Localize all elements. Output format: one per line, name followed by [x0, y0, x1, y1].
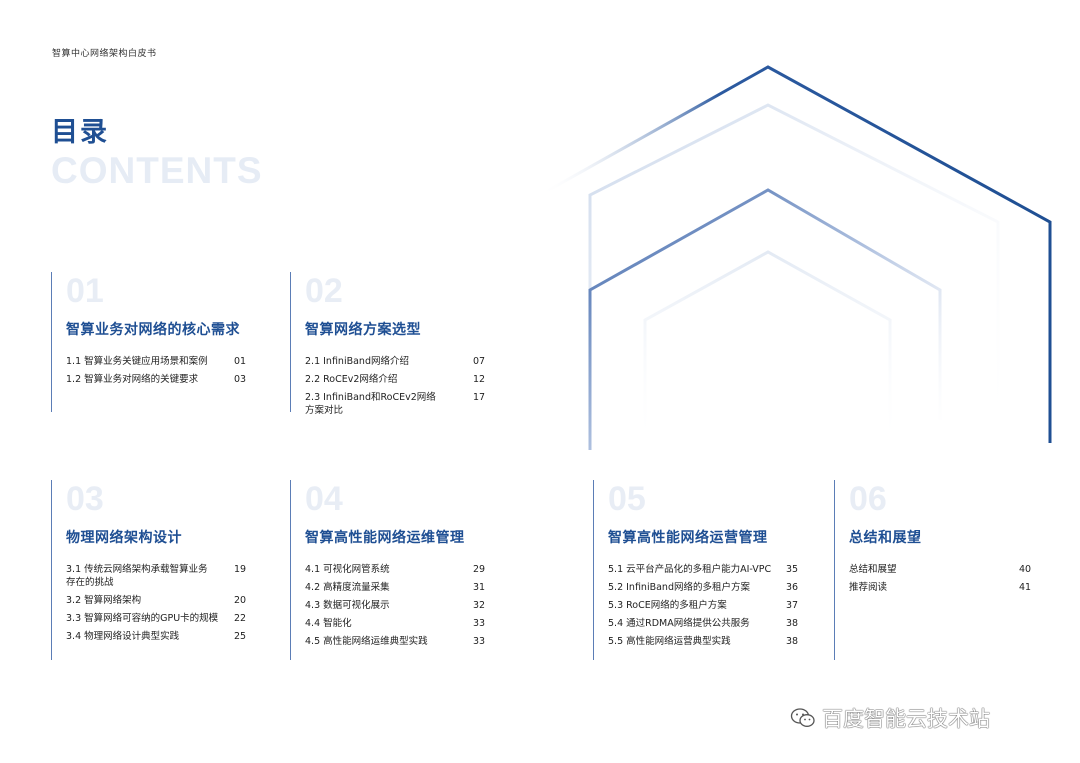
entry-label: 4.5 高性能网络运维典型实践 [305, 636, 428, 647]
section-number: 02 [305, 272, 343, 310]
section-title: 智算网络方案选型 [305, 322, 421, 338]
toc-entry[interactable]: 4.2 高精度流量采集 31 [305, 581, 495, 594]
toc-entry[interactable]: 2.1 InfiniBand网络介绍 07 [305, 355, 495, 368]
toc-entry[interactable]: 5.1 云平台产品化的多租户能力AI-VPC 35 [608, 563, 808, 576]
entry-label: 4.1 可视化网管系统 [305, 564, 390, 575]
entry-page: 22 [234, 613, 247, 624]
entry-label: 5.3 RoCE网络的多租户方案 [608, 600, 727, 611]
entry-label: 3.2 智算网络架构 [66, 595, 142, 606]
toc-subtitle: CONTENTS [51, 150, 263, 191]
watermark-text: 百度智能云技术站 [822, 707, 990, 731]
hexagon-third-line [588, 188, 942, 450]
document-header-title: 智算中心网络架构白皮书 [52, 49, 157, 59]
toc-entry[interactable]: 5.2 InfiniBand网络的多租户方案 36 [608, 581, 808, 594]
entry-page: 40 [1019, 564, 1032, 575]
toc-entry[interactable]: 推荐阅读 41 [849, 581, 1041, 594]
section-title: 智算业务对网络的核心需求 [66, 322, 240, 338]
entry-label: 5.4 通过RDMA网络提供公共服务 [608, 618, 750, 629]
entry-label: 1.1 智算业务关键应用场景和案例 [66, 356, 208, 367]
section-number: 05 [608, 480, 646, 518]
entry-page: 33 [473, 636, 486, 647]
toc-entry[interactable]: 4.3 数据可视化展示 32 [305, 599, 495, 612]
toc-entry[interactable]: 5.3 RoCE网络的多租户方案 37 [608, 599, 808, 612]
section-title: 物理网络架构设计 [66, 530, 182, 546]
toc-section-04: 04 智算高性能网络运维管理 4.1 可视化网管系统 29 4.2 高精度流量采集… [290, 480, 495, 660]
entry-page: 38 [786, 636, 799, 647]
section-number: 06 [849, 480, 887, 518]
entry-page: 12 [473, 374, 486, 385]
watermark: 百度智能云技术站 [790, 703, 990, 733]
entry-label: 2.1 InfiniBand网络介绍 [305, 356, 409, 367]
entry-label: 2.2 RoCEv2网络介绍 [305, 374, 398, 385]
hexagon-outer-line [539, 65, 1052, 443]
entry-label: 4.2 高精度流量采集 [305, 582, 390, 593]
toc-section-06: 06 总结和展望 总结和展望 40 推荐阅读 41 [834, 480, 1041, 660]
toc-entry[interactable]: 2.3 InfiniBand和RoCEv2网络方案对比 17 [305, 391, 495, 417]
entry-page: 38 [786, 618, 799, 629]
entry-page: 29 [473, 564, 486, 575]
entry-page: 37 [786, 600, 799, 611]
toc-entry[interactable]: 3.1 传统云网络架构承载智算业务存在的挑战 19 [66, 563, 256, 589]
section-number: 04 [305, 480, 343, 518]
entry-label: 5.1 云平台产品化的多租户能力AI-VPC [608, 564, 772, 575]
toc-section-02: 02 智算网络方案选型 2.1 InfiniBand网络介绍 07 2.2 RoC… [290, 272, 495, 416]
wechat-icon [790, 708, 815, 727]
entry-label: 2.3 InfiniBand和RoCEv2网络方案对比 [305, 392, 436, 416]
hexagon-inner-line [643, 250, 892, 450]
entry-label: 3.3 智算网络可容纳的GPU卡的规模 [66, 613, 219, 624]
entry-label: 4.3 数据可视化展示 [305, 600, 390, 611]
entry-label: 4.4 智能化 [305, 618, 352, 629]
section-title: 智算高性能网络运营管理 [608, 530, 768, 546]
entry-page: 19 [234, 564, 247, 575]
entry-label: 5.2 InfiniBand网络的多租户方案 [608, 582, 750, 593]
entry-label: 总结和展望 [849, 564, 897, 575]
entry-label: 3.1 传统云网络架构承载智算业务存在的挑战 [66, 564, 208, 588]
toc-entry[interactable]: 1.2 智算业务对网络的关键要求 03 [66, 373, 256, 386]
toc-section-03: 03 物理网络架构设计 3.1 传统云网络架构承载智算业务存在的挑战 19 3.2… [51, 480, 256, 660]
entry-page: 20 [234, 595, 247, 606]
section-title: 智算高性能网络运维管理 [305, 530, 465, 546]
toc-entry[interactable]: 4.1 可视化网管系统 29 [305, 563, 495, 576]
hexagon-second-line [588, 103, 1000, 450]
toc-entry[interactable]: 5.5 高性能网络运营典型实践 38 [608, 635, 808, 648]
toc-entry[interactable]: 5.4 通过RDMA网络提供公共服务 38 [608, 617, 808, 630]
entry-page: 36 [786, 582, 799, 593]
entry-page: 01 [234, 356, 247, 367]
section-number: 03 [66, 480, 104, 518]
entry-page: 31 [473, 582, 486, 593]
entry-label: 推荐阅读 [849, 582, 888, 593]
toc-entry[interactable]: 3.3 智算网络可容纳的GPU卡的规模 22 [66, 612, 256, 625]
section-number: 01 [66, 272, 104, 310]
toc-entry[interactable]: 3.2 智算网络架构 20 [66, 594, 256, 607]
toc-entry[interactable]: 1.1 智算业务关键应用场景和案例 01 [66, 355, 256, 368]
entry-label: 3.4 物理网络设计典型实践 [66, 631, 180, 642]
entry-page: 17 [473, 392, 486, 403]
entry-label: 5.5 高性能网络运营典型实践 [608, 636, 731, 647]
toc-entry[interactable]: 总结和展望 40 [849, 563, 1041, 576]
toc-entry[interactable]: 4.4 智能化 33 [305, 617, 495, 630]
toc-entry[interactable]: 3.4 物理网络设计典型实践 25 [66, 630, 256, 643]
toc-title: 目录 [51, 117, 109, 148]
entry-page: 32 [473, 600, 486, 611]
entry-page: 03 [234, 374, 247, 385]
entry-page: 33 [473, 618, 486, 629]
toc-entry[interactable]: 2.2 RoCEv2网络介绍 12 [305, 373, 495, 386]
entry-page: 41 [1019, 582, 1032, 593]
entry-page: 25 [234, 631, 247, 642]
section-title: 总结和展望 [849, 530, 922, 546]
entry-label: 1.2 智算业务对网络的关键要求 [66, 374, 199, 385]
entry-page: 35 [786, 564, 799, 575]
toc-entry[interactable]: 4.5 高性能网络运维典型实践 33 [305, 635, 495, 648]
toc-section-01: 01 智算业务对网络的核心需求 1.1 智算业务关键应用场景和案例 01 1.2 … [51, 272, 256, 412]
entry-page: 07 [473, 356, 486, 367]
